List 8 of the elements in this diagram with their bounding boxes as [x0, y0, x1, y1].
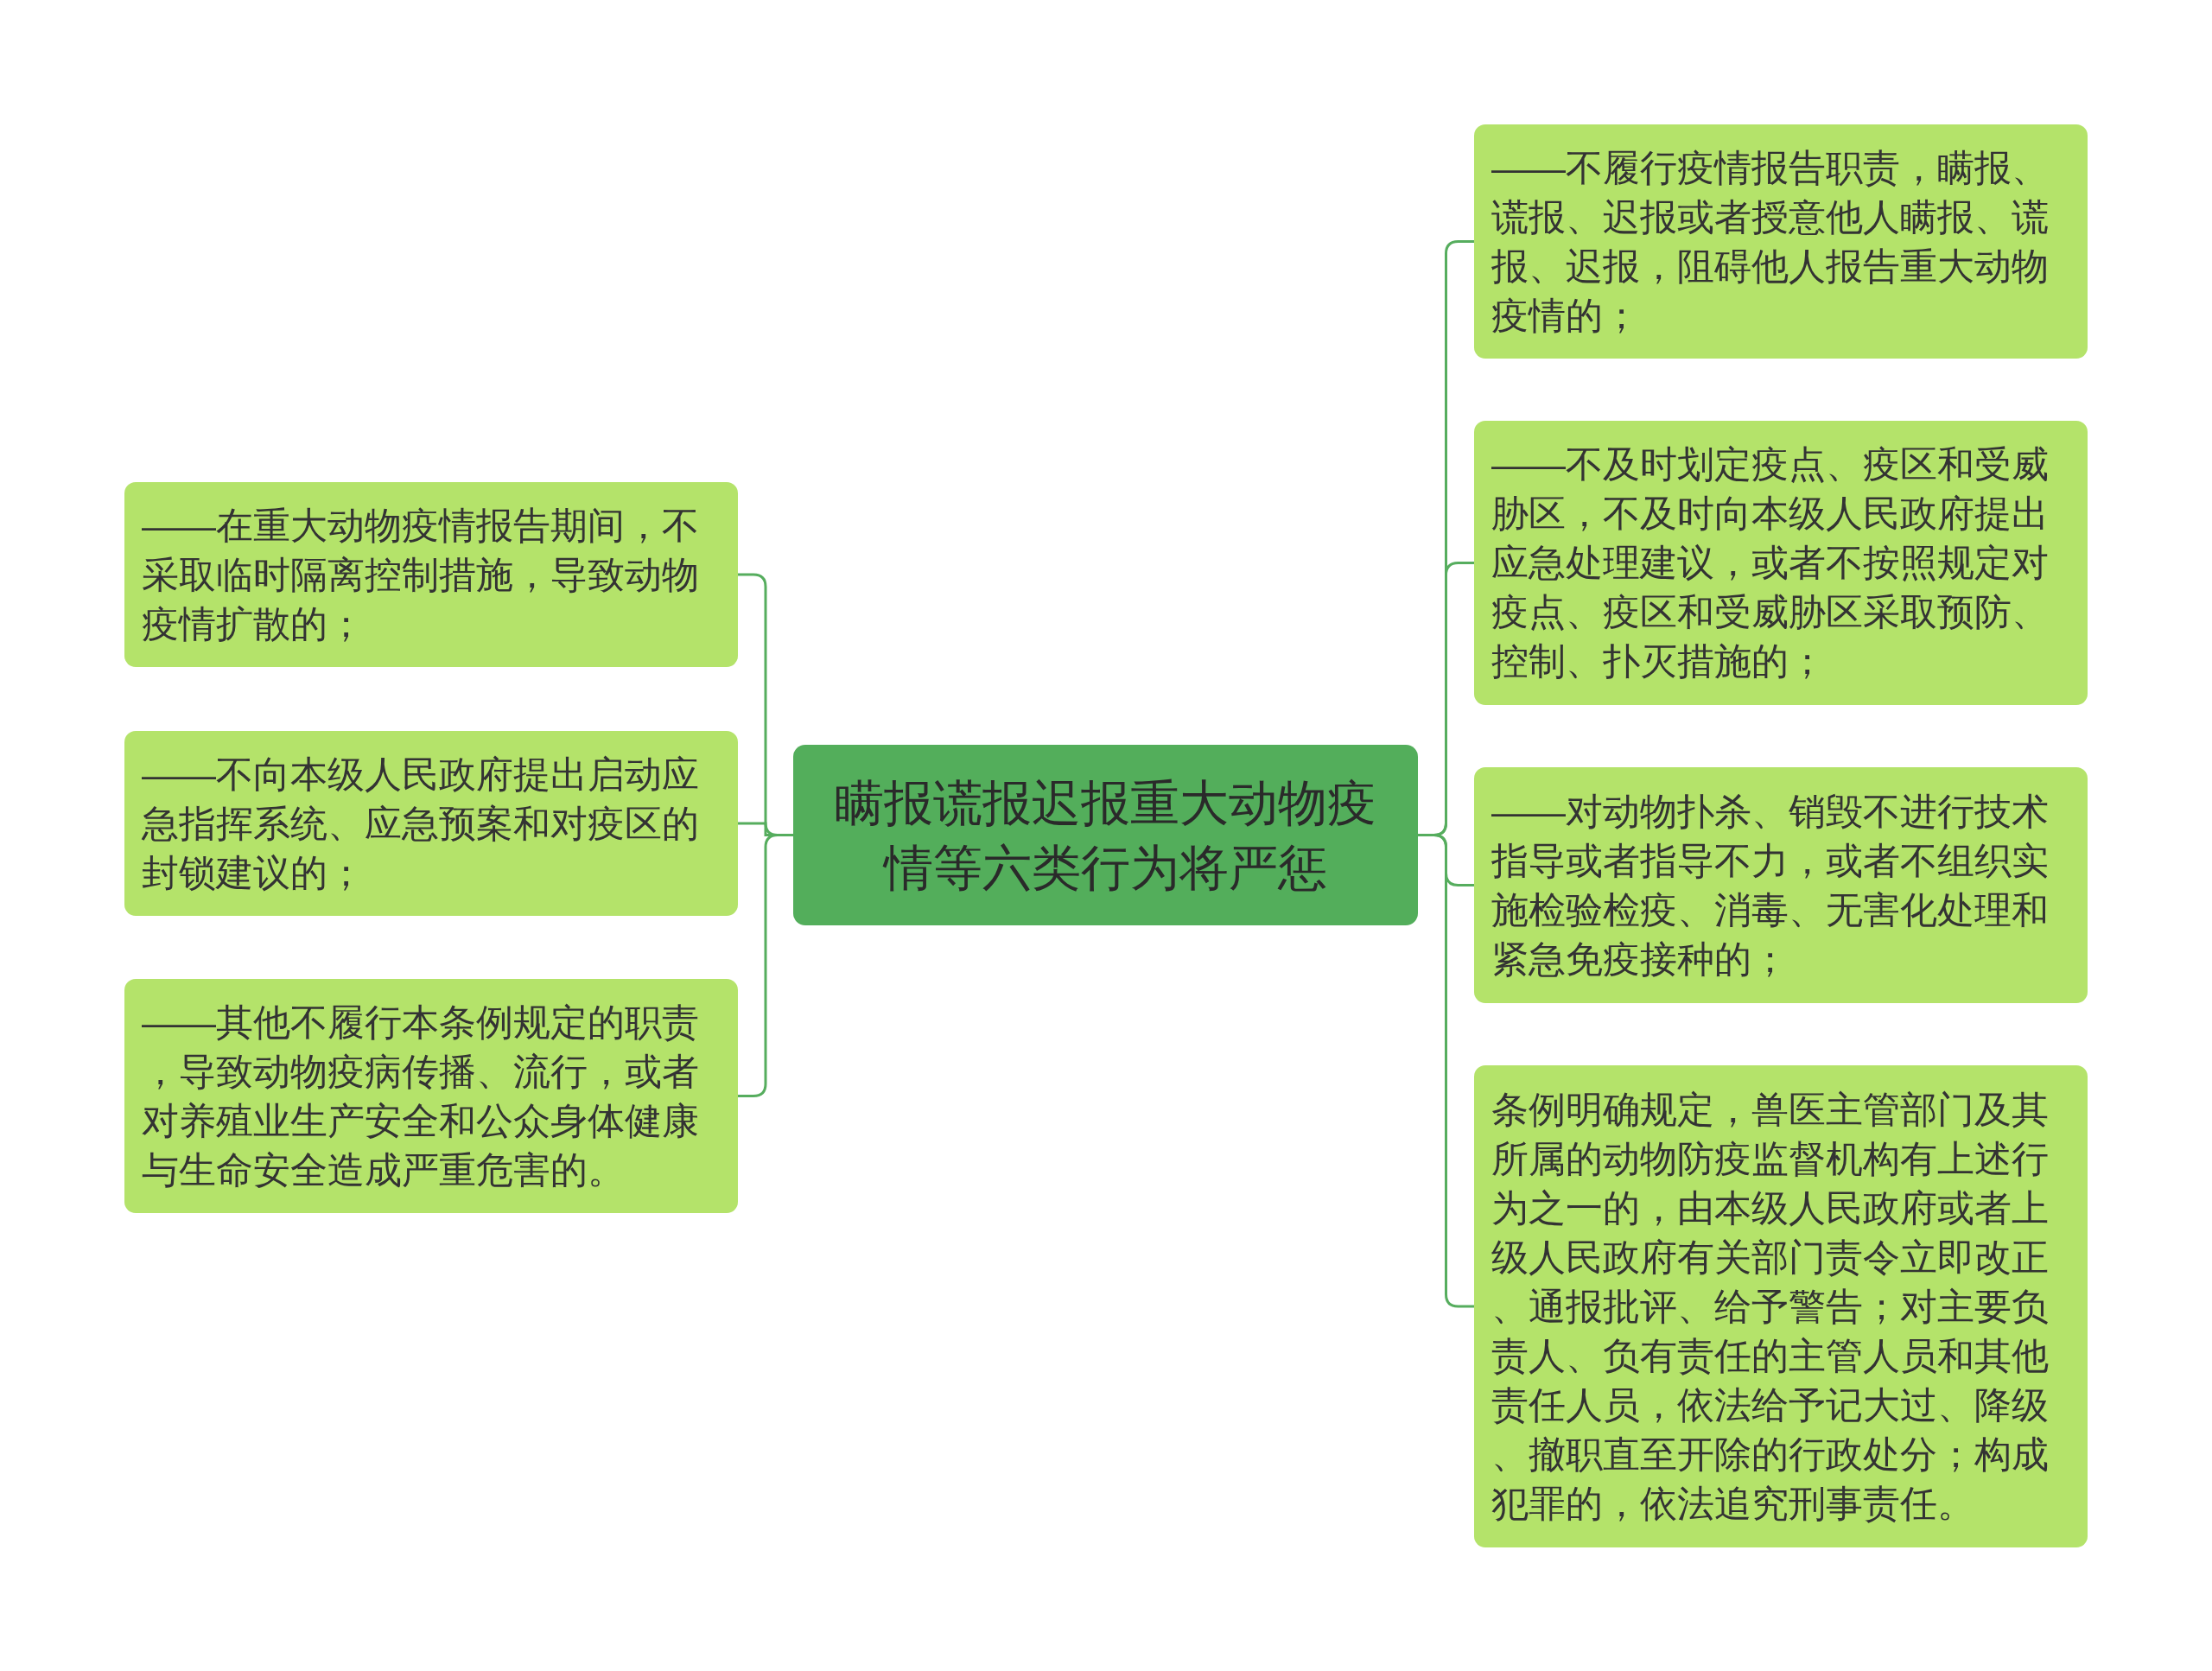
subtopic-box: ——在重大动物疫情报告期间，不采取临时隔离控制措施，导致动物疫情扩散的；: [124, 482, 738, 667]
subtopic-box: ——对动物扑杀、销毁不进行技术指导或者指导不力，或者不组织实施检验检疫、消毒、无害化处理和紧急免疫接种的；: [1474, 767, 2088, 1003]
central-topic-box: 瞒报谎报迟报重大动物疫情等六类行为将严惩: [793, 745, 1418, 925]
subtopic-box: ——不向本级人民政府提出启动应急指挥系统、应急预案和对疫区的封锁建议的；: [124, 731, 738, 916]
subtopic-box: ——不及时划定疫点、疫区和受威胁区，不及时向本级人民政府提出应急处理建议，或者不按照规定对疫点、疫区和受威胁区采取预防、控制、扑灭措施的；: [1474, 421, 2088, 705]
subtopic-box: ——不履行疫情报告职责，瞒报、谎报、迟报或者授意他人瞒报、谎报、迟报，阻碍他人报告重大动物疫情的；: [1474, 124, 2088, 359]
subtopic-box: ——其他不履行本条例规定的职责，导致动物疫病传播、流行，或者对养殖业生产安全和公众身体健康与生命安全造成严重危害的。: [124, 979, 738, 1213]
subtopic-box: 条例明确规定，兽医主管部门及其所属的动物防疫监督机构有上述行为之一的，由本级人民政府或者上级人民政府有关部门责令立即改正、通报批评、给予警告；对主要负责人、负有责任的主管人员和其他责任人员，依法给予记大过、降级、撤职直至开除的行政处分；构成犯罪的，依法追究刑事责任。: [1474, 1065, 2088, 1547]
